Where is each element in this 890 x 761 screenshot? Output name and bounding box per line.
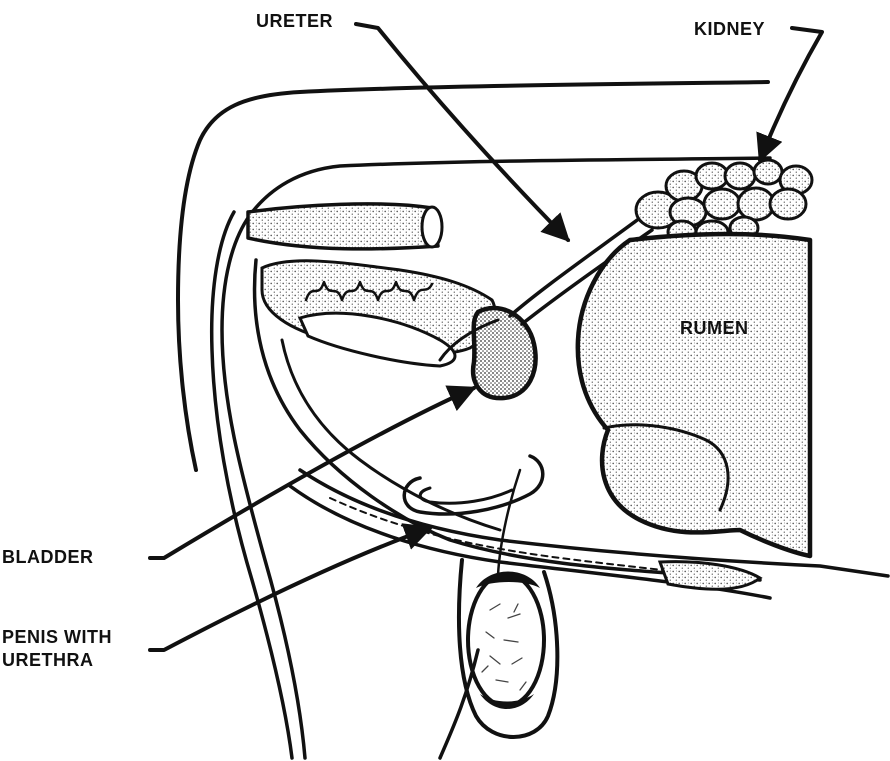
label-penis-with-urethra: PENIS WITH URETHRA [2,626,112,671]
label-penis-line2: URETHRA [2,649,112,672]
sigmoid-flexure-outer [404,456,543,514]
label-penis-line1: PENIS WITH [2,626,112,649]
rumen-outline [578,234,810,556]
label-ureter: URETER [256,10,333,33]
sigmoid-flexure-inner [420,488,512,503]
rectum-opening [422,207,442,247]
prepuce-tip [660,562,760,590]
label-rumen: RUMEN [680,317,749,340]
spermatic-cord [498,470,520,575]
kidney-lobes [636,160,812,243]
kidney-leader-line [760,28,822,160]
label-bladder: BLADDER [2,546,94,569]
label-kidney: KIDNEY [694,18,765,41]
penis-leader-line [150,528,430,650]
rectum-tube [248,204,438,249]
